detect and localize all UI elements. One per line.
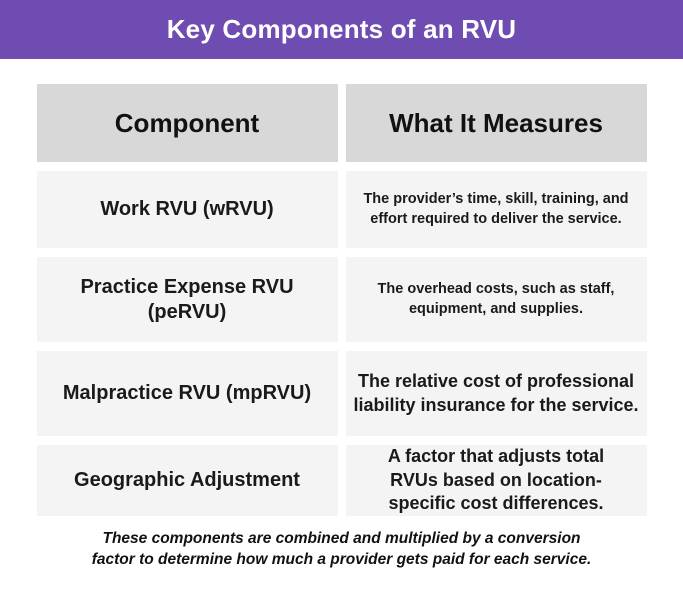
component-name: Malpractice RVU (mpRVU) [62,382,312,404]
page-title: Key Components of an RVU [166,14,517,44]
table-row-practice-expense-component: Practice Expense RVU (peRVU) [36,257,338,342]
table-row-work-rvu-measures: The provider’s time, skill, training, an… [345,171,647,248]
rvu-components-table: Component What It Measures Work RVU (wRV… [36,84,647,516]
measures-description: The overhead costs, such as staff, equip… [377,281,615,317]
table-row-malpractice-measures: The relative cost of professional liabil… [345,351,647,436]
title-banner: Key Components of an RVU [0,0,683,59]
component-name: Work RVU (wRVU) [100,198,274,220]
table-row-practice-expense-measures: The overhead costs, such as staff, equip… [345,257,647,342]
column-header-measures-label: What It Measures [389,107,603,138]
measures-description: The relative cost of professional liabil… [353,371,639,415]
column-header-component-label: Component [114,107,260,138]
measures-description: The provider’s time, skill, training, an… [363,191,629,227]
footer-note: These components are combined and multip… [91,530,592,568]
table-row-geographic-component: Geographic Adjustment [36,445,338,516]
component-name: Geographic Adjustment [74,469,300,491]
table-row-malpractice-component: Malpractice RVU (mpRVU) [36,351,338,436]
component-name: Practice Expense RVU (peRVU) [80,275,294,323]
table-row-work-rvu-component: Work RVU (wRVU) [36,171,338,248]
table-row-geographic-measures: A factor that adjusts total RVUs based o… [345,445,647,516]
column-header-measures: What It Measures [345,84,647,162]
measures-description: A factor that adjusts total RVUs based o… [387,446,605,514]
column-header-component: Component [36,84,338,162]
